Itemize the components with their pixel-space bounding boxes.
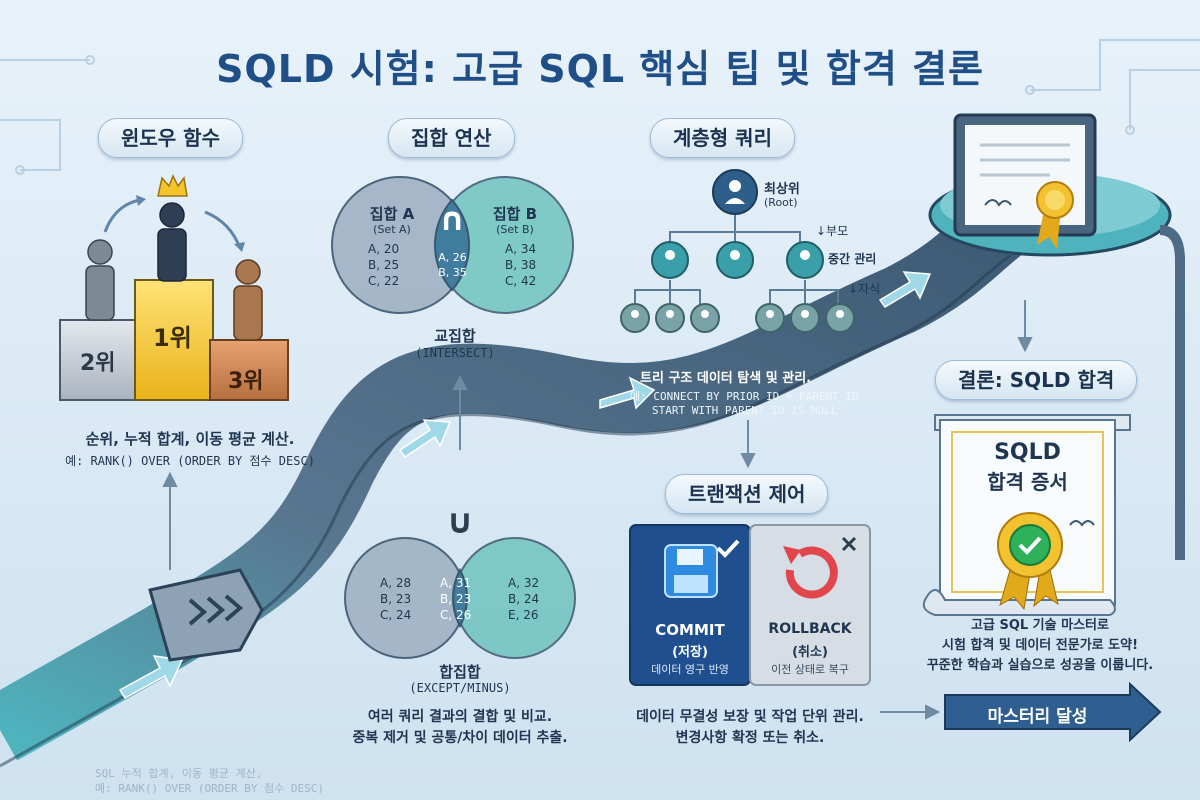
- road-arrows: [118, 271, 932, 699]
- hier-middle-label: 중간 관리: [828, 252, 877, 266]
- start-chevron-marker: [148, 568, 264, 662]
- hierarchy-tree: [620, 169, 855, 333]
- intersect-label: 교집합: [434, 327, 476, 345]
- commit-desc: 데이터 영구 반영: [651, 663, 729, 676]
- hier-heading: 계층형 쿼리: [650, 118, 795, 158]
- tx-heading: 트랜잭션 제어: [665, 474, 829, 514]
- union-label: 합집합: [439, 663, 481, 681]
- watermark-line-1: SQL 누적 합계, 이동 평균 계산,: [95, 767, 263, 780]
- mastery-cta: 마스터리 달성: [987, 707, 1088, 727]
- podium-rank-3: 3위: [228, 369, 264, 394]
- commit-sub: (저장): [672, 645, 708, 660]
- conclusion-desc-2: 시험 합격 및 데이터 전문가로 도약!: [942, 638, 1138, 653]
- certificate-title: SQLD: [994, 440, 1061, 465]
- window-desc-2: 예: RANK() OVER (ORDER BY 점수 DESC): [65, 454, 315, 468]
- podium-graphic: [59, 174, 289, 401]
- hier-desc-2: 예: CONNECT BY PRIOR ID = PARENT_ID: [630, 390, 859, 403]
- scroll-certificate: [922, 414, 1131, 616]
- intersect-sub: (INTERSECT): [415, 346, 495, 360]
- commit-label: COMMIT: [655, 621, 725, 639]
- union-symbol-icon: ∪: [446, 502, 474, 542]
- hier-child-label: ↓자식: [848, 282, 881, 296]
- conclusion-desc-3: 꾸준한 학습과 실습으로 성공을 이룹니다.: [926, 658, 1154, 673]
- set-ops-desc-1: 여러 쿼리 결과의 결합 및 비교.: [367, 709, 553, 725]
- conclusion-heading: 결론: SQLD 합격: [935, 360, 1138, 400]
- progress-road: [0, 190, 1031, 761]
- window-function-heading: 윈도우 함수: [98, 118, 243, 158]
- cta-arrow-shape: [944, 681, 1162, 743]
- podium-rank-2: 2위: [80, 351, 116, 376]
- hier-desc-3: START WITH PARENT_ID IS NULL: [652, 404, 838, 417]
- set-a-sub: (Set A): [373, 223, 411, 236]
- transaction-panels: [629, 524, 871, 686]
- window-desc-1: 순위, 누적 합계, 이동 평균 계산.: [85, 430, 295, 448]
- hier-root-label: 최상위: [764, 182, 800, 197]
- podium-rank-1: 1위: [153, 324, 192, 352]
- rollback-label: ROLLBACK: [768, 621, 852, 637]
- watermark-line-2: 예: RANK() OVER (ORDER BY 점수 DESC): [95, 782, 325, 795]
- hier-desc-1: 트리 구조 데이터 탐색 및 관리.: [640, 371, 812, 386]
- certificate-subtitle: 합격 증서: [987, 470, 1068, 494]
- hier-parent-label: ↓부모: [816, 224, 849, 238]
- set-ops-desc-2: 중복 제거 및 공통/차이 데이터 추출.: [352, 730, 568, 746]
- conclusion-desc-1: 고급 SQL 기술 마스터로: [971, 618, 1109, 633]
- rollback-sub: (취소): [792, 645, 828, 660]
- intersect-symbol-icon: ∩: [439, 200, 465, 238]
- set-a-label: 집합 A: [369, 205, 415, 223]
- tx-desc-2: 변경사항 확정 또는 취소.: [675, 730, 825, 746]
- rollback-desc: 이전 상태로 복구: [771, 663, 849, 676]
- circuit-decoration: [0, 39, 1200, 175]
- page-title: SQLD 시험: 고급 SQL 핵심 팁 및 합격 결론: [216, 47, 984, 91]
- union-sub: (EXCEPT/MINUS): [409, 681, 511, 695]
- certificate-graphic: [953, 113, 1097, 249]
- set-ops-heading: 집합 연산: [388, 118, 515, 158]
- set-b-sub: (Set B): [496, 223, 534, 236]
- tx-desc-1: 데이터 무결성 보장 및 작업 단위 관리.: [636, 709, 864, 725]
- hier-root-sub: (Root): [764, 196, 798, 209]
- venn-union: [344, 537, 576, 659]
- venn-intersect: [331, 176, 574, 314]
- set-b-label: 집합 B: [492, 205, 538, 223]
